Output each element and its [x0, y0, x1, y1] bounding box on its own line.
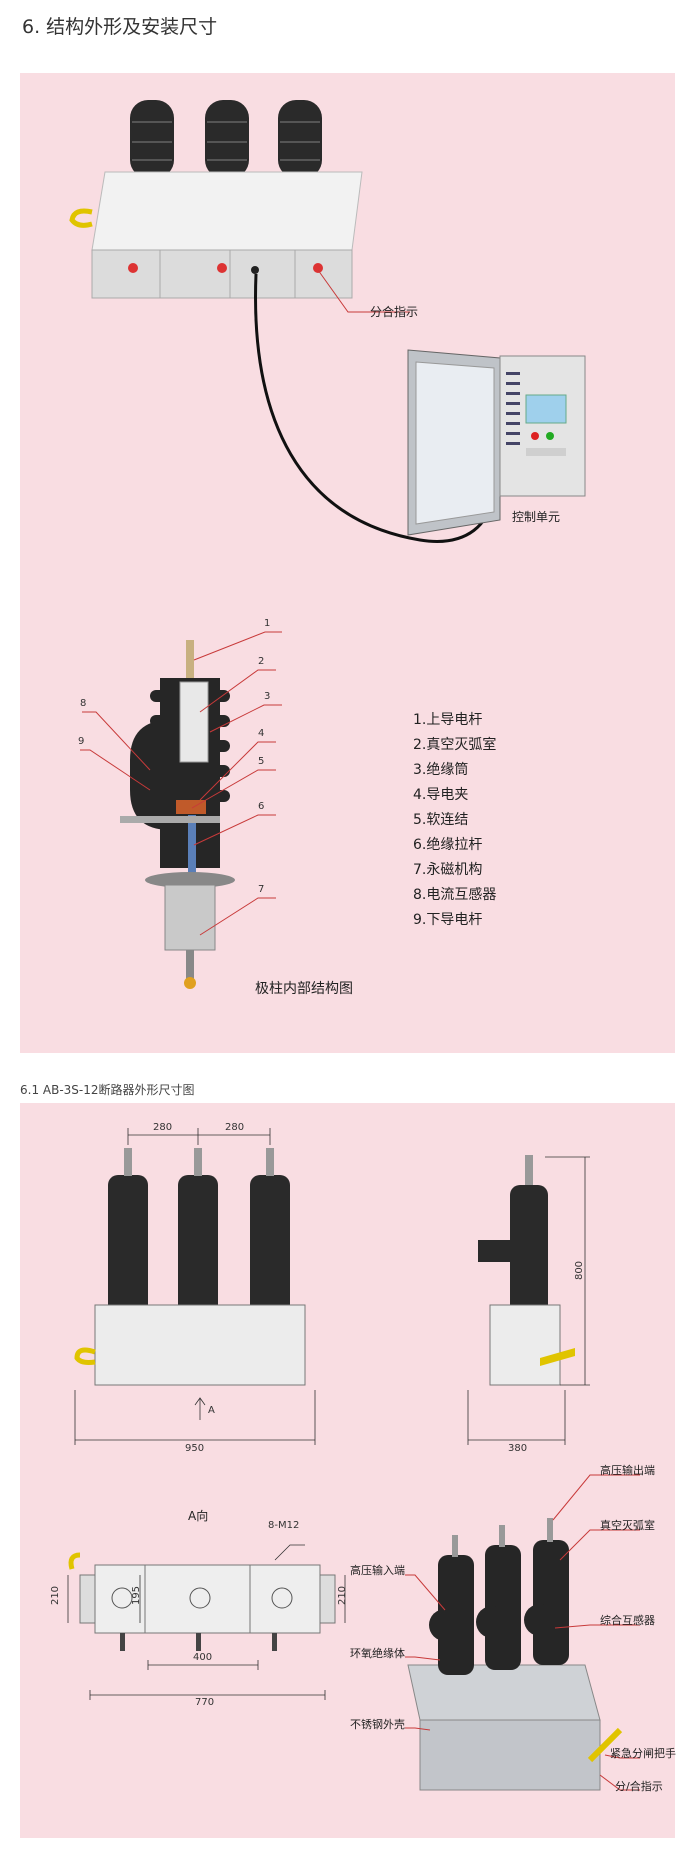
part-number: 4: [258, 728, 265, 739]
part-number: 1: [264, 618, 271, 629]
dim-h-mid: 195: [131, 1585, 143, 1606]
legend-item: 9.下导电杆: [413, 912, 483, 928]
a-view-dimension: [67, 1544, 346, 1700]
label-indicator: 分合指示: [370, 305, 419, 319]
dim-h-left: 210: [50, 1585, 62, 1606]
legend-item: 8.电流互感器: [413, 887, 497, 903]
dim-height-side: 800: [574, 1260, 586, 1281]
iso-label-vacuum: 真空灭弧室: [600, 1519, 655, 1532]
side-dimension-view: [467, 1155, 590, 1445]
iso-label-hv-in: 高压输入端: [350, 1564, 405, 1577]
part-number: 2: [258, 656, 265, 667]
legend-item: 7.永磁机构: [413, 862, 483, 878]
legend-item: 4.导电夹: [413, 787, 469, 803]
dim-pitch-2: 280: [225, 1122, 245, 1133]
part-number: 5: [258, 756, 265, 767]
part-number: 3: [264, 691, 271, 702]
pole-caption: 极柱内部结构图: [255, 981, 353, 997]
part-number: 7: [258, 884, 265, 895]
view-a-label: A向: [188, 1509, 209, 1523]
part-number: 8: [80, 698, 87, 709]
iso-label-handle: 紧急分闸把手: [610, 1747, 676, 1760]
iso-label-indicator: 分/合指示: [615, 1780, 663, 1793]
legend-item: 1.上导电杆: [413, 712, 483, 728]
legend-item: 6.绝缘拉杆: [413, 837, 483, 853]
iso-label-steel: 不锈钢外壳: [350, 1718, 405, 1731]
control-unit-illustration: [407, 349, 586, 536]
legend-item: 2.真空灭弧室: [413, 737, 497, 753]
iso-label-ct: 综合互感器: [600, 1614, 655, 1627]
pole-cross-section: [80, 631, 282, 989]
subsection-title: 6.1 AB-3S-12断路器外形尺寸图: [20, 1083, 195, 1097]
legend-item: 3.绝缘筒: [413, 762, 469, 778]
breaker-illustration: [69, 100, 492, 543]
part-number: 6: [258, 801, 265, 812]
section-title: 6. 结构外形及安装尺寸: [22, 16, 218, 38]
isometric-breaker: [405, 1474, 640, 1791]
dim-w-outer: 770: [195, 1697, 215, 1708]
arrow-a-label: A: [208, 1405, 215, 1416]
dim-w-inner: 400: [193, 1652, 213, 1663]
dim-pitch-1: 280: [153, 1122, 173, 1133]
iso-label-epoxy: 环氧绝缘体: [350, 1647, 405, 1660]
dim-depth-side: 380: [508, 1443, 528, 1454]
front-dimension-view: [74, 1128, 316, 1445]
label-control-unit: 控制单元: [512, 510, 561, 524]
parts-legend: 1.上导电杆 2.真空灭弧室 3.绝缘筒 4.导电夹 5.软连结 6.绝缘拉杆 …: [413, 708, 496, 933]
part-number: 9: [78, 736, 85, 747]
dim-h-right: 210: [337, 1585, 349, 1606]
legend-item: 5.软连结: [413, 812, 469, 828]
iso-label-hv-out: 高压输出端: [600, 1464, 655, 1477]
dim-width-front: 950: [185, 1443, 205, 1454]
dim-bolt: 8-M12: [268, 1520, 300, 1531]
